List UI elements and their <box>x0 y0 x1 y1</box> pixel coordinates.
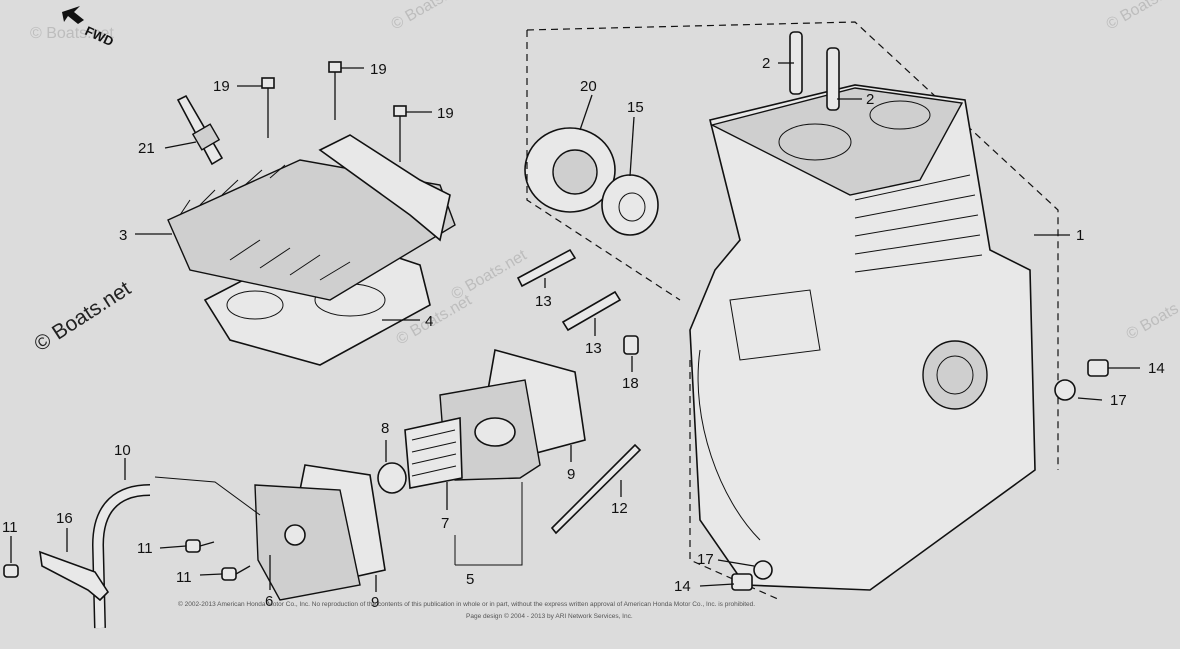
callout-2: 2 <box>762 55 770 72</box>
callout-9: 9 <box>371 594 379 611</box>
callout-8: 8 <box>381 420 389 437</box>
callout-13: 13 <box>535 293 552 310</box>
stud-bolt <box>516 248 577 288</box>
watermark: © Boats.net <box>1104 0 1180 33</box>
callout-5: 5 <box>466 571 474 588</box>
callout-19: 19 <box>437 105 454 122</box>
callout-11: 11 <box>137 540 153 557</box>
watermark: © Boats.net <box>30 25 114 42</box>
spark-plug <box>176 94 224 166</box>
callout-13: 13 <box>585 340 602 357</box>
sealing-washer <box>753 560 773 580</box>
copyright-line: Page design © 2004 - 2013 by ARI Network… <box>466 612 633 620</box>
cylinder-fins <box>854 174 983 273</box>
oil-seal-inner <box>618 192 646 222</box>
callout-15: 15 <box>627 99 644 116</box>
filter-mesh <box>411 429 457 477</box>
crank-journal-inner <box>936 355 974 395</box>
dowel-pin <box>826 47 840 111</box>
forward-arrow-icon <box>62 6 84 24</box>
block-outline-dashed <box>526 30 681 301</box>
breather-assembly <box>3 348 586 629</box>
breather-collar <box>377 462 407 494</box>
breather-cover <box>254 484 361 601</box>
cylinder-bore <box>778 123 852 161</box>
callout-21: 21 <box>138 140 155 157</box>
cover-boss <box>284 524 306 546</box>
leader-lines <box>10 62 1140 592</box>
dowel-pin <box>623 335 639 355</box>
flange-bolt <box>185 539 201 553</box>
callout-18: 18 <box>622 375 639 392</box>
callout-16: 16 <box>56 510 73 527</box>
breather-tube-inner <box>93 485 151 629</box>
watermark: © Boats.net <box>389 0 471 33</box>
gasket-bore <box>226 290 284 320</box>
drain-bolt <box>731 573 753 591</box>
tube-clamp <box>39 550 110 602</box>
callout-3: 3 <box>119 227 127 244</box>
watermark: © Boats.net <box>1124 287 1180 344</box>
callout-1: 1 <box>1076 227 1084 244</box>
sealing-washer <box>1054 379 1076 401</box>
head-rocker-boss <box>318 134 451 242</box>
breather-filter <box>404 417 463 489</box>
callout-9: 9 <box>567 466 575 483</box>
callout-14: 14 <box>674 578 691 595</box>
stud-bolt <box>561 290 622 332</box>
flange-bolt <box>221 567 237 581</box>
cylinder-block <box>526 21 1059 601</box>
callout-19: 19 <box>370 61 387 78</box>
crank-bearing-inner <box>552 149 598 195</box>
copyright-line: © 2002-2013 American Honda Motor Co., In… <box>178 600 755 608</box>
crankcase-detail <box>697 289 821 541</box>
block-outline-dashed <box>526 21 1059 470</box>
callout-7: 7 <box>441 515 449 532</box>
head-bolt <box>393 105 407 162</box>
callout-labels: 1 2 2 3 4 5 6 7 8 9 9 10 11 11 11 12 13 … <box>2 55 1165 611</box>
studs-and-pins <box>516 248 642 535</box>
bearing-and-seal <box>524 127 659 236</box>
watermark-main: © Boats.net <box>30 277 135 356</box>
oil-seal <box>601 174 659 236</box>
crankcase-body <box>689 84 1036 591</box>
head-bolt <box>328 61 342 120</box>
callout-14: 14 <box>1148 360 1165 377</box>
callout-17: 17 <box>697 551 714 568</box>
callout-11: 11 <box>2 519 18 536</box>
callout-11: 11 <box>176 569 192 586</box>
callout-17: 17 <box>1110 392 1127 409</box>
valve-port <box>869 100 931 130</box>
crank-journal <box>922 340 988 410</box>
head-fins <box>229 239 351 281</box>
head-fins <box>179 164 286 216</box>
head-bolt <box>261 77 275 138</box>
drain-plugs <box>731 359 1109 591</box>
callout-6: 6 <box>265 593 273 610</box>
drain-bolt <box>1087 359 1109 377</box>
breather-valve <box>474 417 516 447</box>
flange-bolt <box>3 564 19 578</box>
callout-4: 4 <box>425 313 433 330</box>
watermark: © Boats.net <box>449 247 531 304</box>
callout-20: 20 <box>580 78 597 95</box>
callout-10: 10 <box>114 442 131 459</box>
long-stud-bolt <box>550 443 642 535</box>
callout-19: 19 <box>213 78 230 95</box>
callout-12: 12 <box>611 500 628 517</box>
callout-2: 2 <box>866 91 874 108</box>
cylinder-head-assembly <box>167 61 456 366</box>
